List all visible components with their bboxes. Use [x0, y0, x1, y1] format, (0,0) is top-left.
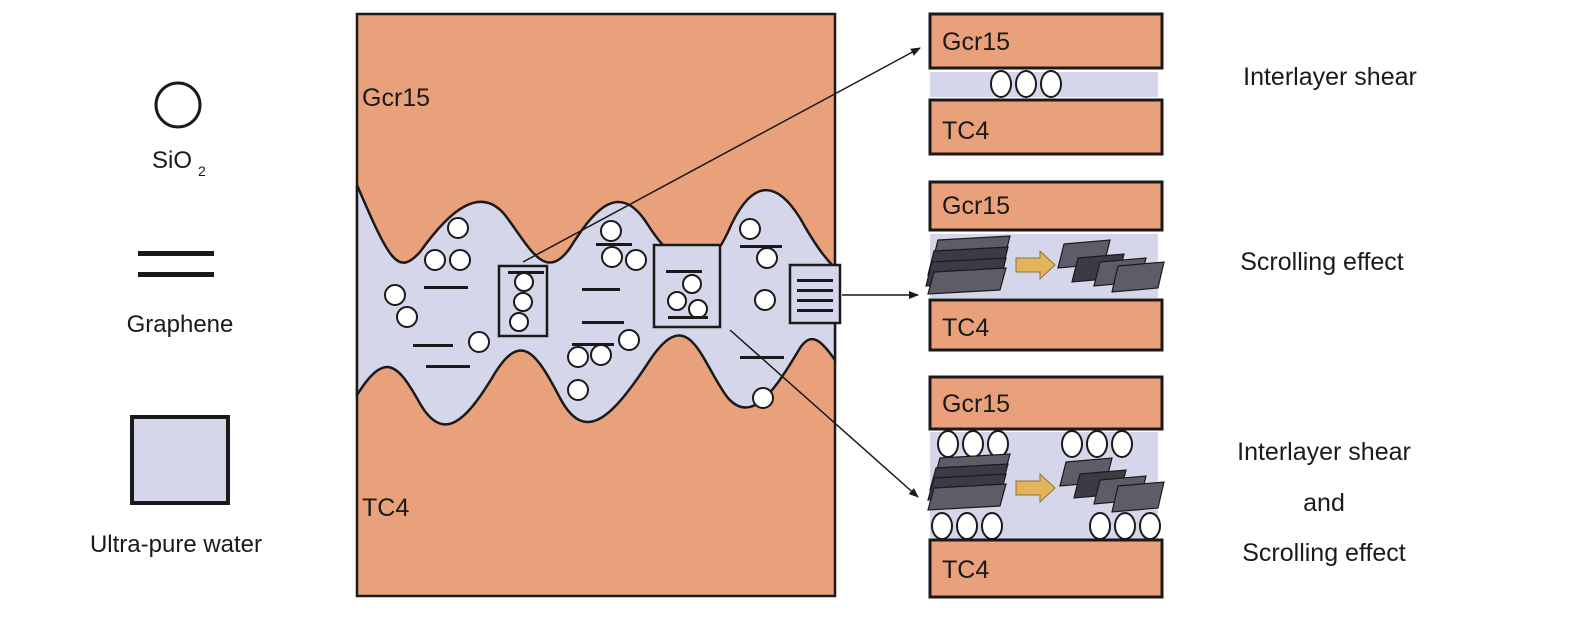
sio2-particle — [601, 246, 623, 268]
graphene-stack — [927, 453, 1011, 511]
upper-material-label: Gcr15 — [362, 84, 430, 112]
graphene-flake — [424, 286, 468, 289]
sio2-particles-bottom — [931, 512, 1161, 540]
panel-3-description-line-1: Interlayer shear — [1237, 438, 1411, 466]
sio2-particle — [618, 329, 640, 351]
panel-3-description-line-3: Scrolling effect — [1242, 539, 1406, 567]
sio2-legend-label: SiO — [152, 147, 192, 174]
direction-arrow-icon — [1015, 472, 1056, 504]
panel-3-upper-label: Gcr15 — [942, 390, 1010, 418]
panel-combined-effect: Gcr15 TC4 Interlayer shear and Scrolling… — [927, 375, 1411, 599]
sio2-particle — [752, 387, 774, 409]
panel-1-upper-label: Gcr15 — [942, 28, 1010, 56]
graphene-flake — [596, 243, 632, 246]
sio2-particle — [424, 249, 446, 271]
legend: SiO 2 Graphene Ultra-pure water — [90, 81, 262, 558]
panel-2-lower-block — [928, 298, 1164, 352]
sio2-particles — [384, 217, 778, 409]
sio2-particle — [468, 331, 490, 353]
connector-arrow-3 — [729, 329, 919, 498]
water-gap — [355, 184, 837, 426]
panel-interlayer-shear: Gcr15 TC4 Interlayer shear — [928, 12, 1417, 156]
sio2-particle — [1040, 70, 1062, 98]
zoom-box-2 — [652, 243, 722, 329]
panel-3-lower-block — [928, 538, 1164, 599]
zoom-box-1 — [497, 264, 549, 338]
panel-3-description-line-2: and — [1303, 489, 1345, 517]
panel-2-description: Scrolling effect — [1240, 248, 1404, 276]
graphene-stack — [925, 235, 1011, 295]
panel-2-upper-block — [928, 180, 1164, 232]
lower-material-label: TC4 — [362, 494, 409, 522]
connector-arrow-1 — [522, 47, 921, 263]
sio2-particle — [567, 379, 589, 401]
sio2-particle — [990, 70, 1012, 98]
sio2-legend-subscript: 2 — [198, 163, 206, 179]
connector-arrows — [522, 47, 921, 498]
panel-1-description: Interlayer shear — [1243, 63, 1417, 91]
panel-1-upper-block — [928, 12, 1164, 70]
graphene-legend-label: Graphene — [127, 311, 234, 338]
zoom-box-3 — [788, 263, 842, 325]
sio2-particle — [1015, 70, 1037, 98]
graphene-flake — [572, 343, 614, 346]
graphene-flake — [582, 321, 624, 324]
sio2-particle — [447, 217, 469, 239]
contact-zone: Gcr15 TC4 — [355, 12, 842, 598]
sio2-particle — [625, 249, 647, 271]
scrolled-graphene — [1057, 239, 1165, 293]
direction-arrow-icon — [1015, 249, 1056, 281]
water-legend-label: Ultra-pure water — [90, 531, 262, 558]
scrolled-graphene — [1059, 457, 1165, 513]
panel-scrolling-effect: Gcr15 TC4 Scrolling effect — [925, 180, 1404, 352]
sio2-particle — [756, 247, 778, 269]
graphene-flake — [426, 365, 470, 368]
sio2-particle — [396, 306, 418, 328]
panel-1-lower-block — [928, 98, 1164, 156]
sio2-particle — [567, 346, 589, 368]
water-legend-icon — [130, 415, 230, 505]
sio2-particle — [590, 344, 612, 366]
graphene-flake — [582, 288, 620, 291]
panel-2-lower-label: TC4 — [942, 314, 989, 342]
graphene-flake — [413, 344, 453, 347]
graphene-legend-icon — [138, 251, 214, 277]
sio2-particle — [600, 220, 622, 242]
panel-1-lower-label: TC4 — [942, 117, 989, 145]
sio2-particle — [449, 249, 471, 271]
graphene-flake — [740, 245, 782, 248]
sio2-particle — [739, 218, 761, 240]
panel-3-lower-label: TC4 — [942, 556, 989, 584]
sio2-legend-icon — [154, 81, 202, 129]
panel-3-upper-block — [928, 375, 1164, 431]
sio2-particle — [754, 289, 776, 311]
sio2-particle — [384, 284, 406, 306]
panel-2-upper-label: Gcr15 — [942, 192, 1010, 220]
